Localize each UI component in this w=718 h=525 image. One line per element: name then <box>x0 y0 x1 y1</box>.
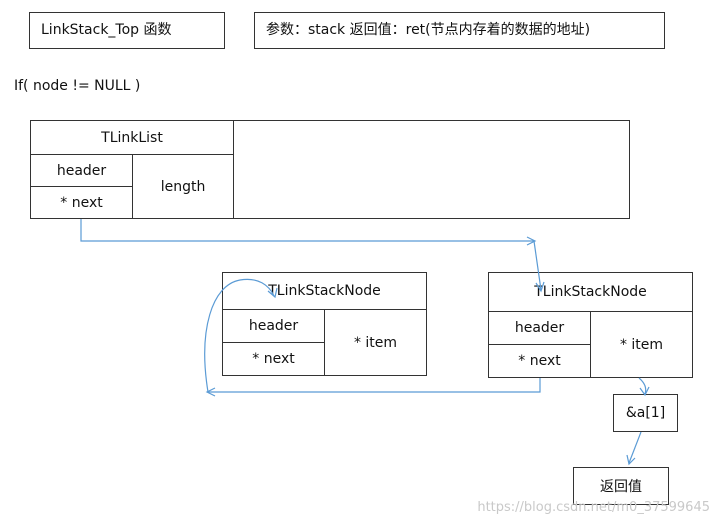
loop-curve-arrowhead <box>267 287 278 299</box>
watermark: https://blog.csdn.net/m0_37599645 <box>477 500 710 515</box>
return-pointer-arrowhead <box>626 454 636 466</box>
next-pointer-line <box>80 219 534 242</box>
tlinklist-next-cell: * next <box>30 186 133 219</box>
condition-text: If( node != NULL ) <box>14 78 141 94</box>
next-to-node2-arrowhead <box>535 281 545 293</box>
item-pointer-arrowhead <box>639 386 650 397</box>
node1-next-cell: * next <box>222 342 325 376</box>
params-box <box>254 12 665 49</box>
next-to-node2-line <box>533 240 542 291</box>
node2-title: TLinkStackNode <box>488 272 693 312</box>
item-address-box: &a[1] <box>613 394 678 432</box>
function-name-box <box>29 12 225 49</box>
return-pointer-line <box>628 431 642 464</box>
node1-item-cell: * item <box>324 309 427 376</box>
return-value-box: 返回值 <box>573 467 669 505</box>
tlinklist-header-cell: header <box>30 154 133 187</box>
node1-title: TLinkStackNode <box>222 272 427 310</box>
item-pointer-line <box>638 377 647 395</box>
function-name-label: LinkStack_Top 函数 <box>41 22 172 38</box>
node1-header-cell: header <box>222 309 325 343</box>
next-pointer-arrowhead <box>526 236 537 246</box>
tlinklist-length-cell: length <box>132 154 234 219</box>
node2-next-back-arrowhead <box>205 387 216 397</box>
node2-header-cell: header <box>488 311 591 345</box>
loop-curve <box>204 278 275 393</box>
node2-next-cell: * next <box>488 344 591 378</box>
node2-next-back-line <box>208 378 541 393</box>
params-label: 参数：stack 返回值：ret(节点内存着的数据的地址) <box>266 22 591 38</box>
node2-item-cell: * item <box>590 311 693 378</box>
